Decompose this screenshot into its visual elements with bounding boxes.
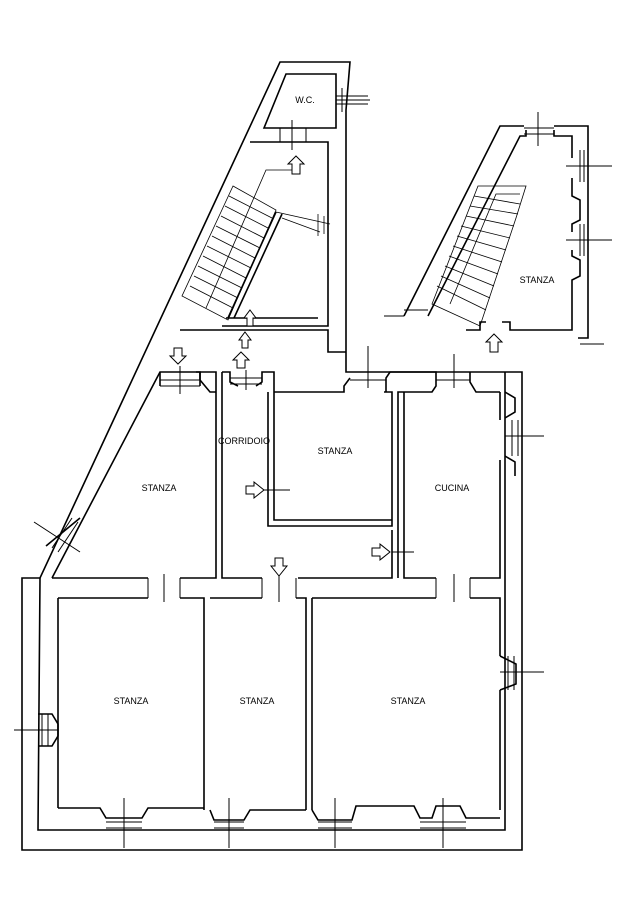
window-markers: [14, 346, 544, 848]
label-stanza-bottom-left: STANZA: [114, 696, 149, 706]
label-stanza-left-mid: STANZA: [142, 483, 177, 493]
direction-arrows: [245, 480, 391, 577]
label-stanza-bottom-right: STANZA: [391, 696, 426, 706]
annex: [384, 112, 612, 353]
down-arrow-icon: [269, 557, 289, 577]
up-arrow-icon: [231, 351, 251, 369]
down-arrow-icon: [168, 347, 188, 365]
right-arrow-icon: [371, 542, 391, 562]
label-corridoio: CORRIDOIO: [218, 436, 270, 446]
right-arrow-icon: [245, 480, 265, 500]
label-stanza-top-center: STANZA: [318, 446, 353, 456]
label-stanza-bottom-center: STANZA: [240, 696, 275, 706]
main-outer-walls: [21, 61, 523, 851]
label-wc: W.C.: [295, 95, 315, 105]
up-arrow-icon: [286, 155, 306, 175]
up-arrow-icon: [484, 333, 504, 353]
label-cucina: CUCINA: [435, 483, 470, 493]
staircase: [181, 169, 331, 321]
up-arrow-icon: [238, 331, 252, 349]
interior-walls: [38, 371, 517, 821]
room-labels: W.C. CORRIDOIO STANZA CUCINA STANZA STAN…: [114, 95, 555, 706]
up-arrow-icon: [243, 309, 257, 327]
label-stanza-annex: STANZA: [520, 275, 555, 285]
north-wing: [168, 73, 370, 369]
